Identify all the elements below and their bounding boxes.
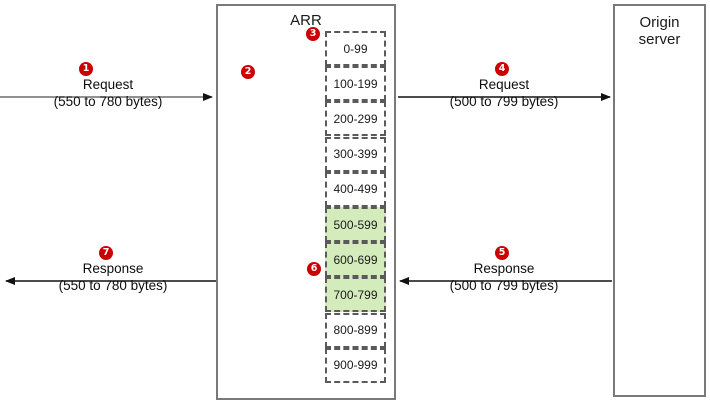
step-badge-2: 2: [241, 65, 255, 79]
flow-label-origin-response-line2: (500 to 799 bytes): [449, 278, 559, 293]
flow-label-origin-request: Request (500 to 799 bytes): [409, 76, 599, 110]
cache-block: 800-899: [325, 312, 386, 348]
cache-block: 400-499: [325, 171, 386, 207]
cache-block: 700-799: [325, 277, 386, 313]
flow-label-client-request: Request (550 to 780 bytes): [13, 76, 203, 110]
cache-block: 100-199: [325, 66, 386, 102]
cache-block: 900-999: [325, 347, 386, 383]
step-badge-5: 5: [495, 246, 509, 260]
flow-label-client-response: Response (550 to 780 bytes): [18, 260, 208, 294]
flow-label-origin-response: Response (500 to 799 bytes): [409, 260, 599, 294]
origin-server-label-line1: Origin: [639, 14, 680, 31]
flow-label-origin-request-line1: Request: [478, 77, 530, 92]
flow-label-client-request-line2: (550 to 780 bytes): [53, 94, 163, 109]
step-badge-6: 6: [307, 262, 321, 276]
origin-server-node: Origin server: [613, 4, 706, 397]
step-badge-1: 1: [79, 62, 93, 76]
step-badge-3: 3: [306, 27, 320, 41]
origin-server-label-line2: server: [638, 31, 681, 48]
cache-block: 500-599: [325, 207, 386, 242]
arr-label: ARR: [290, 12, 322, 29]
flow-label-client-response-line1: Response: [82, 261, 144, 276]
flow-label-origin-request-line2: (500 to 799 bytes): [449, 94, 559, 109]
flow-label-client-response-line2: (550 to 780 bytes): [58, 278, 168, 293]
cache-block: 600-699: [325, 242, 386, 278]
cache-block: 200-299: [325, 101, 386, 137]
origin-server-label: Origin server: [615, 14, 704, 48]
flow-label-origin-response-line1: Response: [473, 261, 535, 276]
step-badge-4: 4: [495, 62, 509, 76]
cache-block: 0-99: [325, 31, 386, 66]
step-badge-7: 7: [99, 246, 113, 260]
flow-label-client-request-line1: Request: [82, 77, 134, 92]
cache-block: 300-399: [325, 136, 386, 172]
